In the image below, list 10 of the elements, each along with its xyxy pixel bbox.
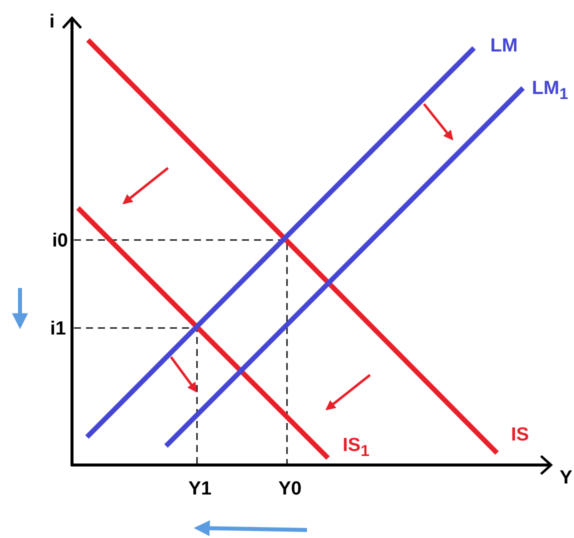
curve-label: LM	[490, 36, 518, 56]
tick-label: i1	[50, 320, 66, 338]
tick-label: Y1	[188, 480, 212, 498]
tick-label: i0	[52, 232, 68, 250]
axis-label: Y	[560, 468, 572, 488]
axis-label: i	[49, 12, 55, 32]
curve-label: IS$_{1}$	[342, 436, 370, 460]
curve-label: IS	[511, 426, 529, 444]
tick-label: Y0	[278, 480, 302, 498]
curve-label: LM$_{1}$	[532, 79, 568, 103]
